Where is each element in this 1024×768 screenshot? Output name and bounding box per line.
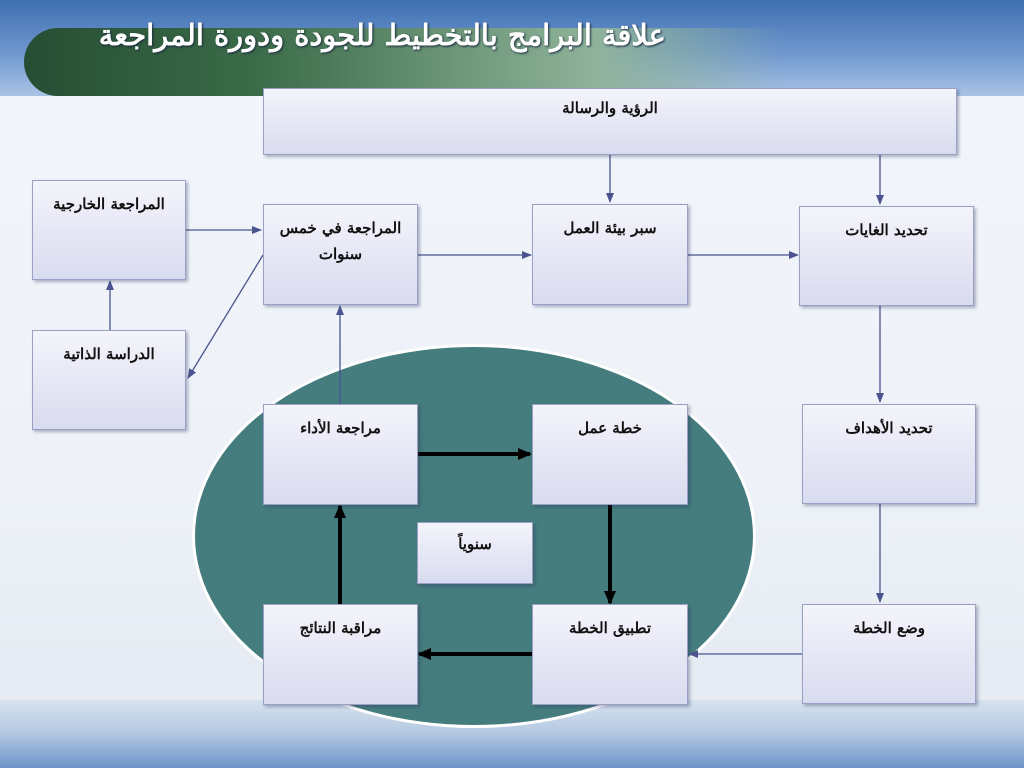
action-plan-box: خطة عمل [532, 404, 688, 505]
action-plan-label: خطة عمل [578, 419, 642, 437]
plan-setting-label: وضع الخطة [853, 619, 925, 637]
arrow-fiveyear-to-selfstudy [187, 254, 264, 379]
self-study-box: الدراسة الذاتية [32, 330, 186, 430]
external-review-label: المراجعة الخارجية [53, 195, 165, 213]
vision-mission-label: الرؤية والرسالة [562, 99, 658, 117]
annually-label: سنوياً [458, 535, 492, 553]
external-review-box: المراجعة الخارجية [32, 180, 186, 280]
five-year-review-box: المراجعة في خمس سنوات [263, 204, 418, 305]
results-monitoring-label: مراقبة النتائج [299, 619, 382, 637]
environment-scan-label: سبر بيئة العمل [563, 219, 657, 237]
plan-setting-box: وضع الخطة [802, 604, 976, 704]
five-year-review-label: المراجعة في خمس سنوات [279, 219, 402, 263]
performance-review-label: مراجعة الأداء [300, 419, 381, 437]
plan-implementation-box: تطبيق الخطة [532, 604, 688, 705]
performance-review-box: مراجعة الأداء [263, 404, 418, 505]
environment-scan-box: سبر بيئة العمل [532, 204, 688, 305]
objectives-label: تحديد الأهداف [845, 419, 933, 437]
goals-box: تحديد الغايات [799, 206, 974, 306]
slide-title: علاقة البرامج بالتخطيط للجودة ودورة المر… [98, 18, 666, 52]
header-pill [24, 28, 784, 96]
annually-box: سنوياً [417, 522, 533, 584]
results-monitoring-box: مراقبة النتائج [263, 604, 418, 705]
goals-label: تحديد الغايات [845, 221, 928, 239]
self-study-label: الدراسة الذاتية [63, 345, 155, 363]
objectives-box: تحديد الأهداف [802, 404, 976, 504]
plan-implementation-label: تطبيق الخطة [568, 619, 652, 637]
vision-mission-box: الرؤية والرسالة [263, 88, 957, 155]
